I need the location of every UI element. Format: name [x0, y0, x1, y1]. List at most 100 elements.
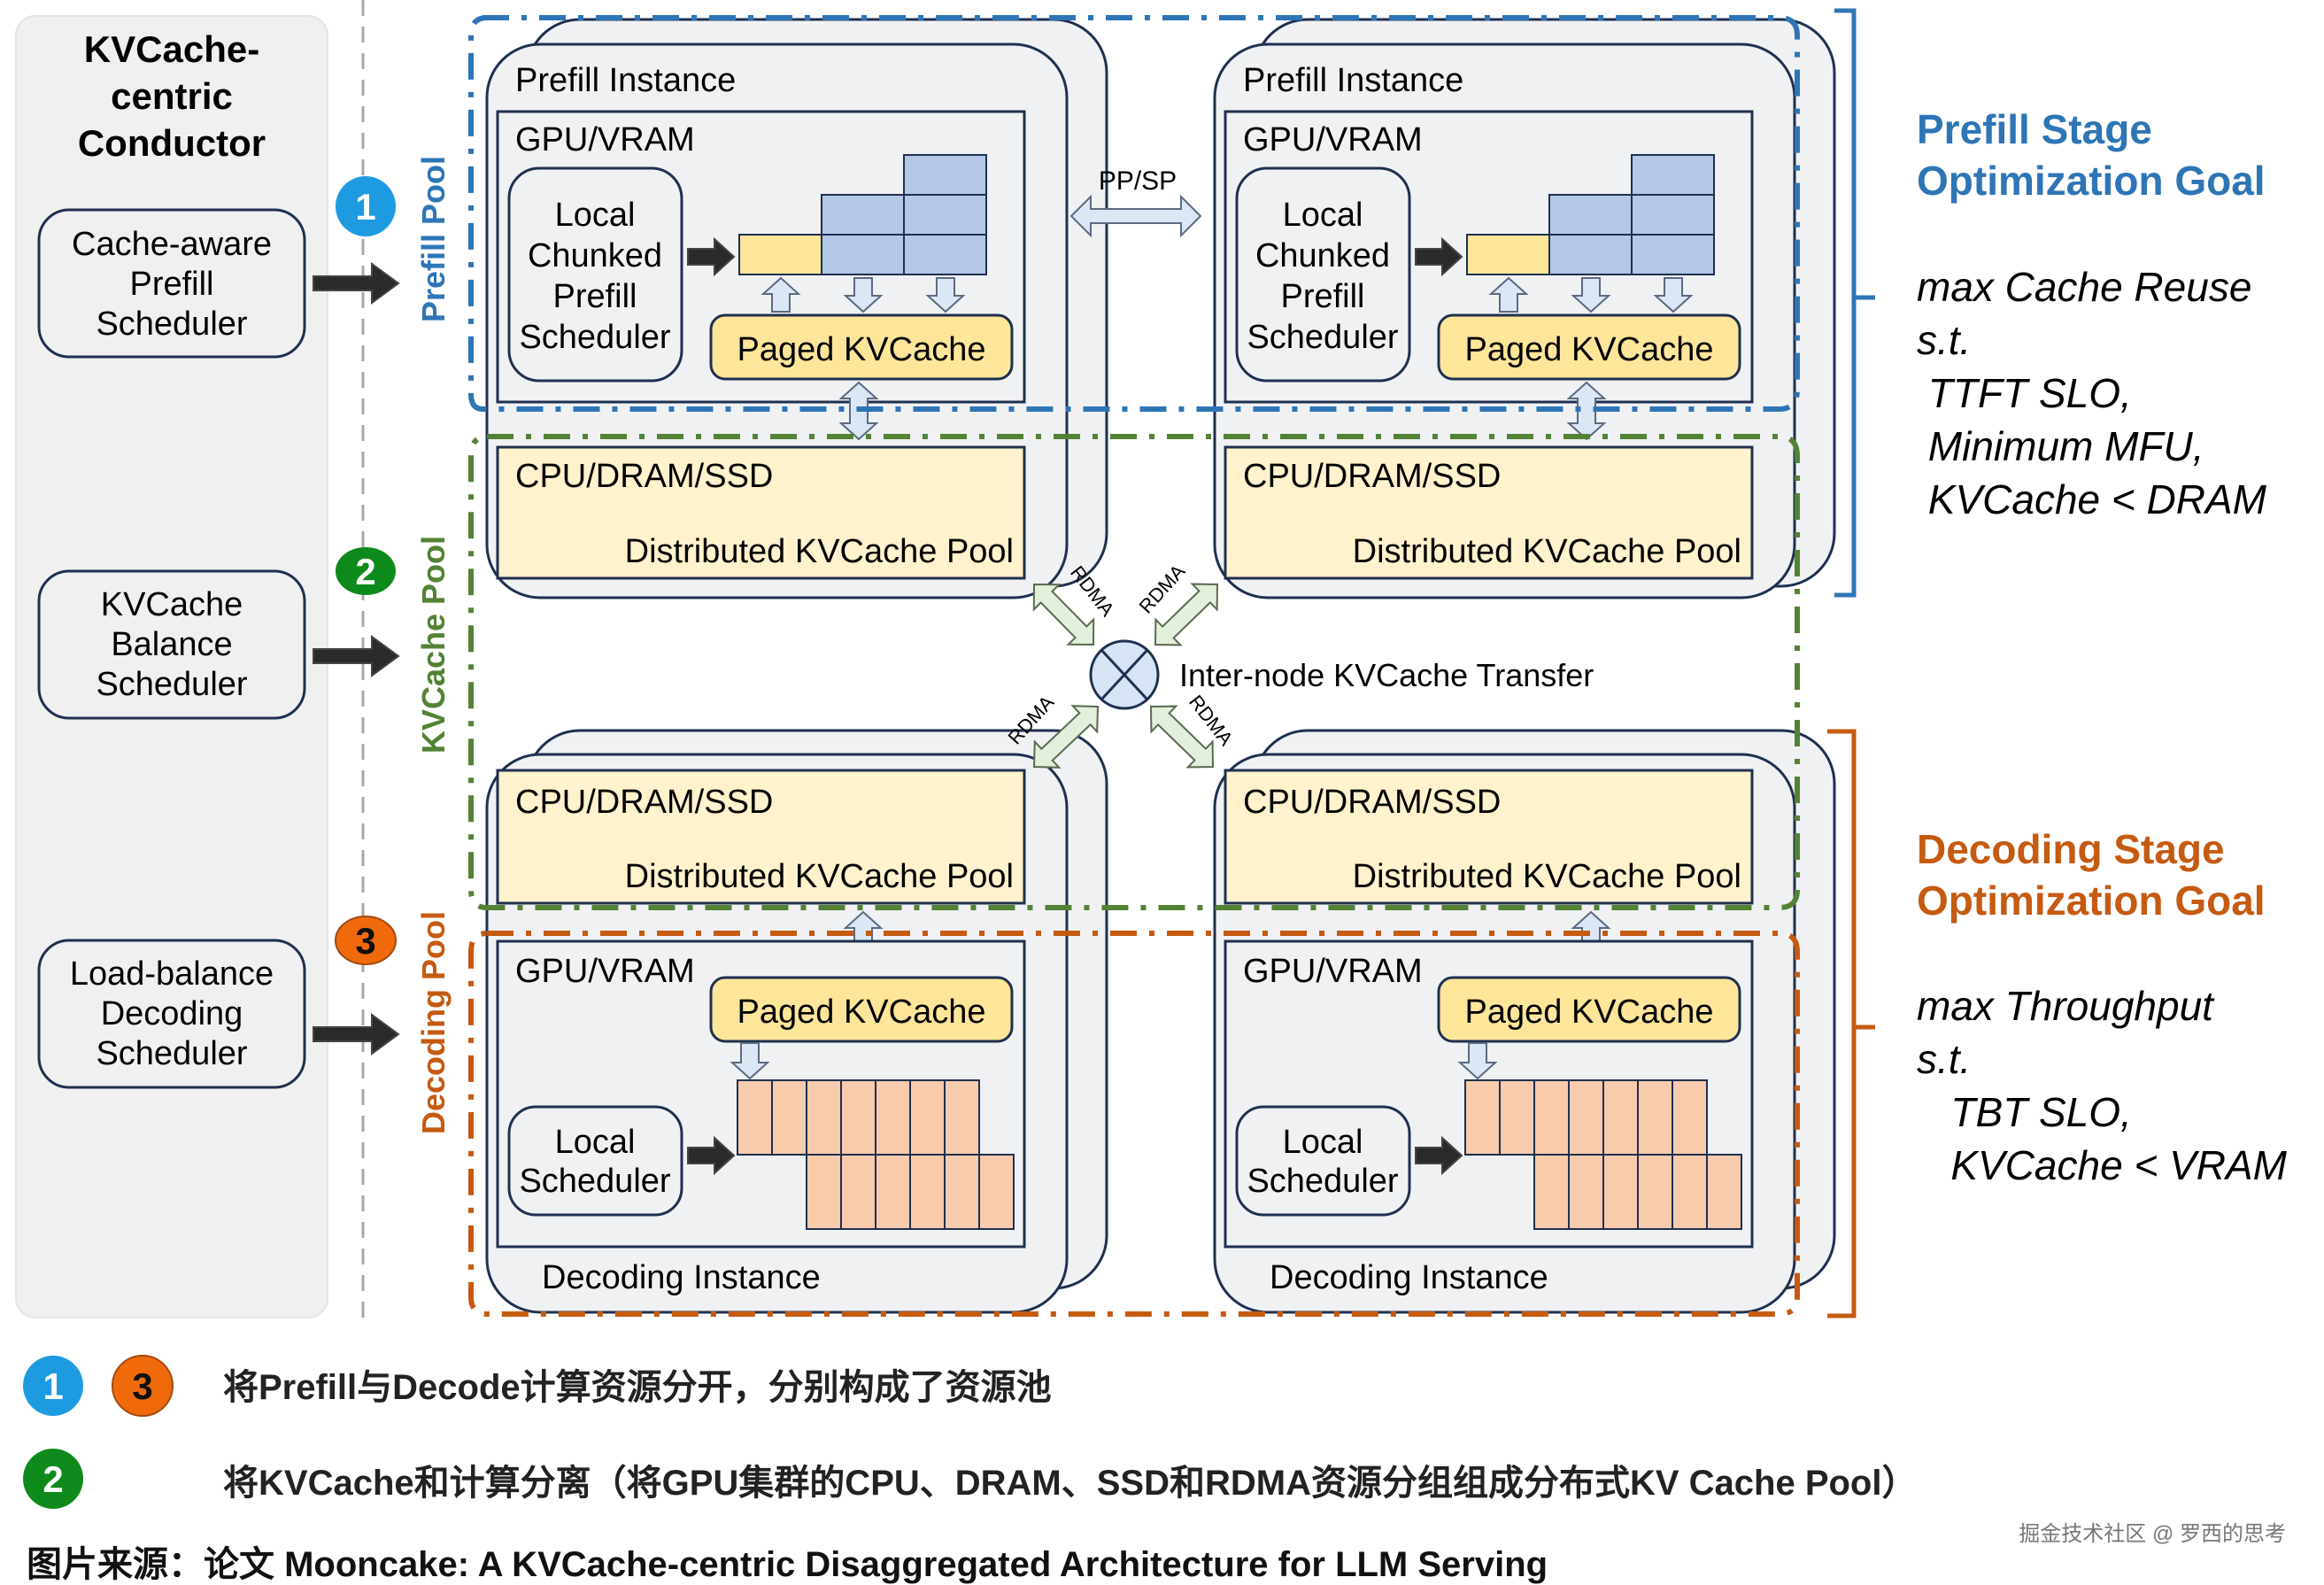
cpu-dram-ssd-box [496, 769, 1026, 905]
decode-kv-block [875, 1079, 911, 1156]
note-1: 1 3 将Prefill与Decode计算资源分开，分别构成了资源池 [23, 1355, 1052, 1417]
pp-sp-label: PP/SP [1099, 166, 1177, 196]
kvcache-pool-boundary [468, 434, 1800, 910]
cpu-dram-ssd-box [1224, 769, 1754, 905]
arrow-down-icon [1457, 1042, 1498, 1080]
note-text: 将KVCache和计算分离（将GPU集群的CPU、DRAM、SSD和RDMA资源… [223, 1464, 1917, 1503]
decode-kv-block [944, 1154, 980, 1230]
badge-3: 3 [112, 1355, 174, 1417]
watermark: 掘金技术社区 @ 罗西的思考 [2019, 1522, 2286, 1546]
note-2: 2 将KVCache和计算分离（将GPU集群的CPU、DRAM、SSD和RDMA… [23, 1449, 1917, 1509]
prefill-instance: Prefill InstanceGPU/VRAMLocalChunkedPref… [1213, 18, 1836, 599]
cached-kv-block [1548, 234, 1633, 275]
rdma-link: RDMA [1134, 560, 1219, 646]
paged-kvcache: Paged KVCache [1437, 313, 1741, 381]
arrow-right-icon [313, 1013, 400, 1055]
paged-kvcache-label: Paged KVCache [1465, 994, 1714, 1031]
goal-constraint: TBT SLO, [1917, 1089, 2132, 1135]
decode-kv-block [1706, 1154, 1742, 1230]
decode-kv-block [840, 1154, 876, 1230]
decoding-goal: Decoding Stage Optimization Goal max Thr… [1917, 826, 2288, 1188]
scheduler-label: Scheduler [1247, 319, 1398, 356]
decode-kv-block [978, 1154, 1015, 1230]
arrow-right-icon [687, 236, 736, 277]
scheduler-label: Local [1283, 1124, 1363, 1161]
goal-objective: max Throughput [1917, 983, 2215, 1029]
cpu-dram-ssd-label: CPU/DRAM/SSD [1243, 458, 1501, 495]
distributed-kvcache-pool-label: Distributed KVCache Pool [625, 858, 1014, 895]
decode-kv-block [1464, 1079, 1501, 1156]
scheduler-load-balance-decoding[interactable]: Load-balance Decoding Scheduler [37, 939, 306, 1089]
scheduler-label: Chunked [528, 237, 662, 274]
new-chunk-block [1466, 234, 1550, 275]
gpu-vram-label: GPU/VRAM [515, 121, 695, 158]
distributed-kvcache-pool-label: Distributed KVCache Pool [1353, 533, 1741, 570]
cpu-dram-ssd-label: CPU/DRAM/SSD [515, 458, 773, 495]
prefill-pool-label: Prefill Pool [415, 156, 452, 322]
conductor-title-line-2: centric [111, 75, 233, 117]
scheduler-label: Chunked [1255, 237, 1390, 274]
svg-text:3: 3 [132, 1365, 152, 1407]
decode-kv-block [806, 1079, 842, 1156]
goal-constraint: TTFT SLO, [1917, 370, 2132, 416]
cached-kv-block [903, 194, 987, 236]
cached-kv-block [903, 234, 987, 275]
note-text: 将Prefill与Decode计算资源分开，分别构成了资源池 [223, 1368, 1052, 1407]
double-arrow-icon [1032, 583, 1095, 646]
svg-text:2: 2 [42, 1458, 63, 1500]
conductor-title-line-3: Conductor [78, 122, 266, 164]
arrow-down-icon [1653, 277, 1694, 313]
cached-kv-block [1631, 234, 1715, 275]
double-arrow-icon [1149, 705, 1215, 769]
decode-kv-block [1637, 1154, 1673, 1230]
decode-kv-block [1499, 1079, 1535, 1156]
arrow-up-icon [1488, 276, 1529, 313]
badge-2: 2 [336, 547, 396, 595]
cpu-dram-ssd-box [1224, 445, 1754, 580]
gpu-vram-label: GPU/VRAM [515, 953, 695, 990]
badge-2: 2 [23, 1449, 83, 1509]
cached-kv-block [1548, 194, 1633, 236]
arrow-down-icon [925, 277, 966, 313]
scheduler-label: KVCache [101, 586, 243, 623]
goal-heading: Optimization Goal [1917, 158, 2266, 204]
kvcache-pool-label: KVCache Pool [415, 536, 452, 754]
svg-text:1: 1 [42, 1365, 63, 1407]
cached-kv-block [903, 154, 987, 196]
scheduler-label: Cache-aware [72, 226, 272, 263]
decode-kv-block [771, 1079, 807, 1156]
scheduler-cache-aware-prefill[interactable]: Cache-aware Prefill Scheduler [37, 208, 306, 359]
instance-title: Prefill Instance [515, 62, 736, 99]
badge-1: 1 [23, 1356, 83, 1416]
goal-constraint: Minimum MFU, [1917, 423, 2204, 469]
double-arrow-icon [1154, 583, 1219, 646]
cached-kv-block [821, 234, 905, 275]
scheduler-kvcache-balance[interactable]: KVCache Balance Scheduler [37, 569, 306, 720]
scheduler-label: Scheduler [1247, 1163, 1398, 1200]
scheduler-label: Local [555, 197, 636, 234]
decode-kv-block [875, 1154, 911, 1230]
paged-kvcache-label: Paged KVCache [1465, 331, 1714, 368]
decode-kv-block [1637, 1079, 1673, 1156]
cached-kv-block [1631, 194, 1715, 236]
scheduler-label: Local [1283, 197, 1363, 234]
decoding-pool-label: Decoding Pool [415, 911, 452, 1134]
decode-kv-block [1533, 1079, 1570, 1156]
prefill-goal: Prefill Stage Optimization Goal max Cach… [1917, 106, 2267, 522]
paged-kvcache: Paged KVCache [709, 976, 1014, 1043]
gpu-vram-label: GPU/VRAM [1243, 953, 1423, 990]
paged-kvcache-label: Paged KVCache [737, 331, 986, 368]
decode-kv-block [1602, 1154, 1639, 1230]
goal-constraint: s.t. [1917, 317, 1971, 363]
decoding-goal-brace [1827, 729, 1875, 1318]
scheduler-label: Scheduler [96, 666, 247, 703]
badge-3: 3 [335, 916, 397, 965]
cached-kv-block [1631, 154, 1715, 196]
